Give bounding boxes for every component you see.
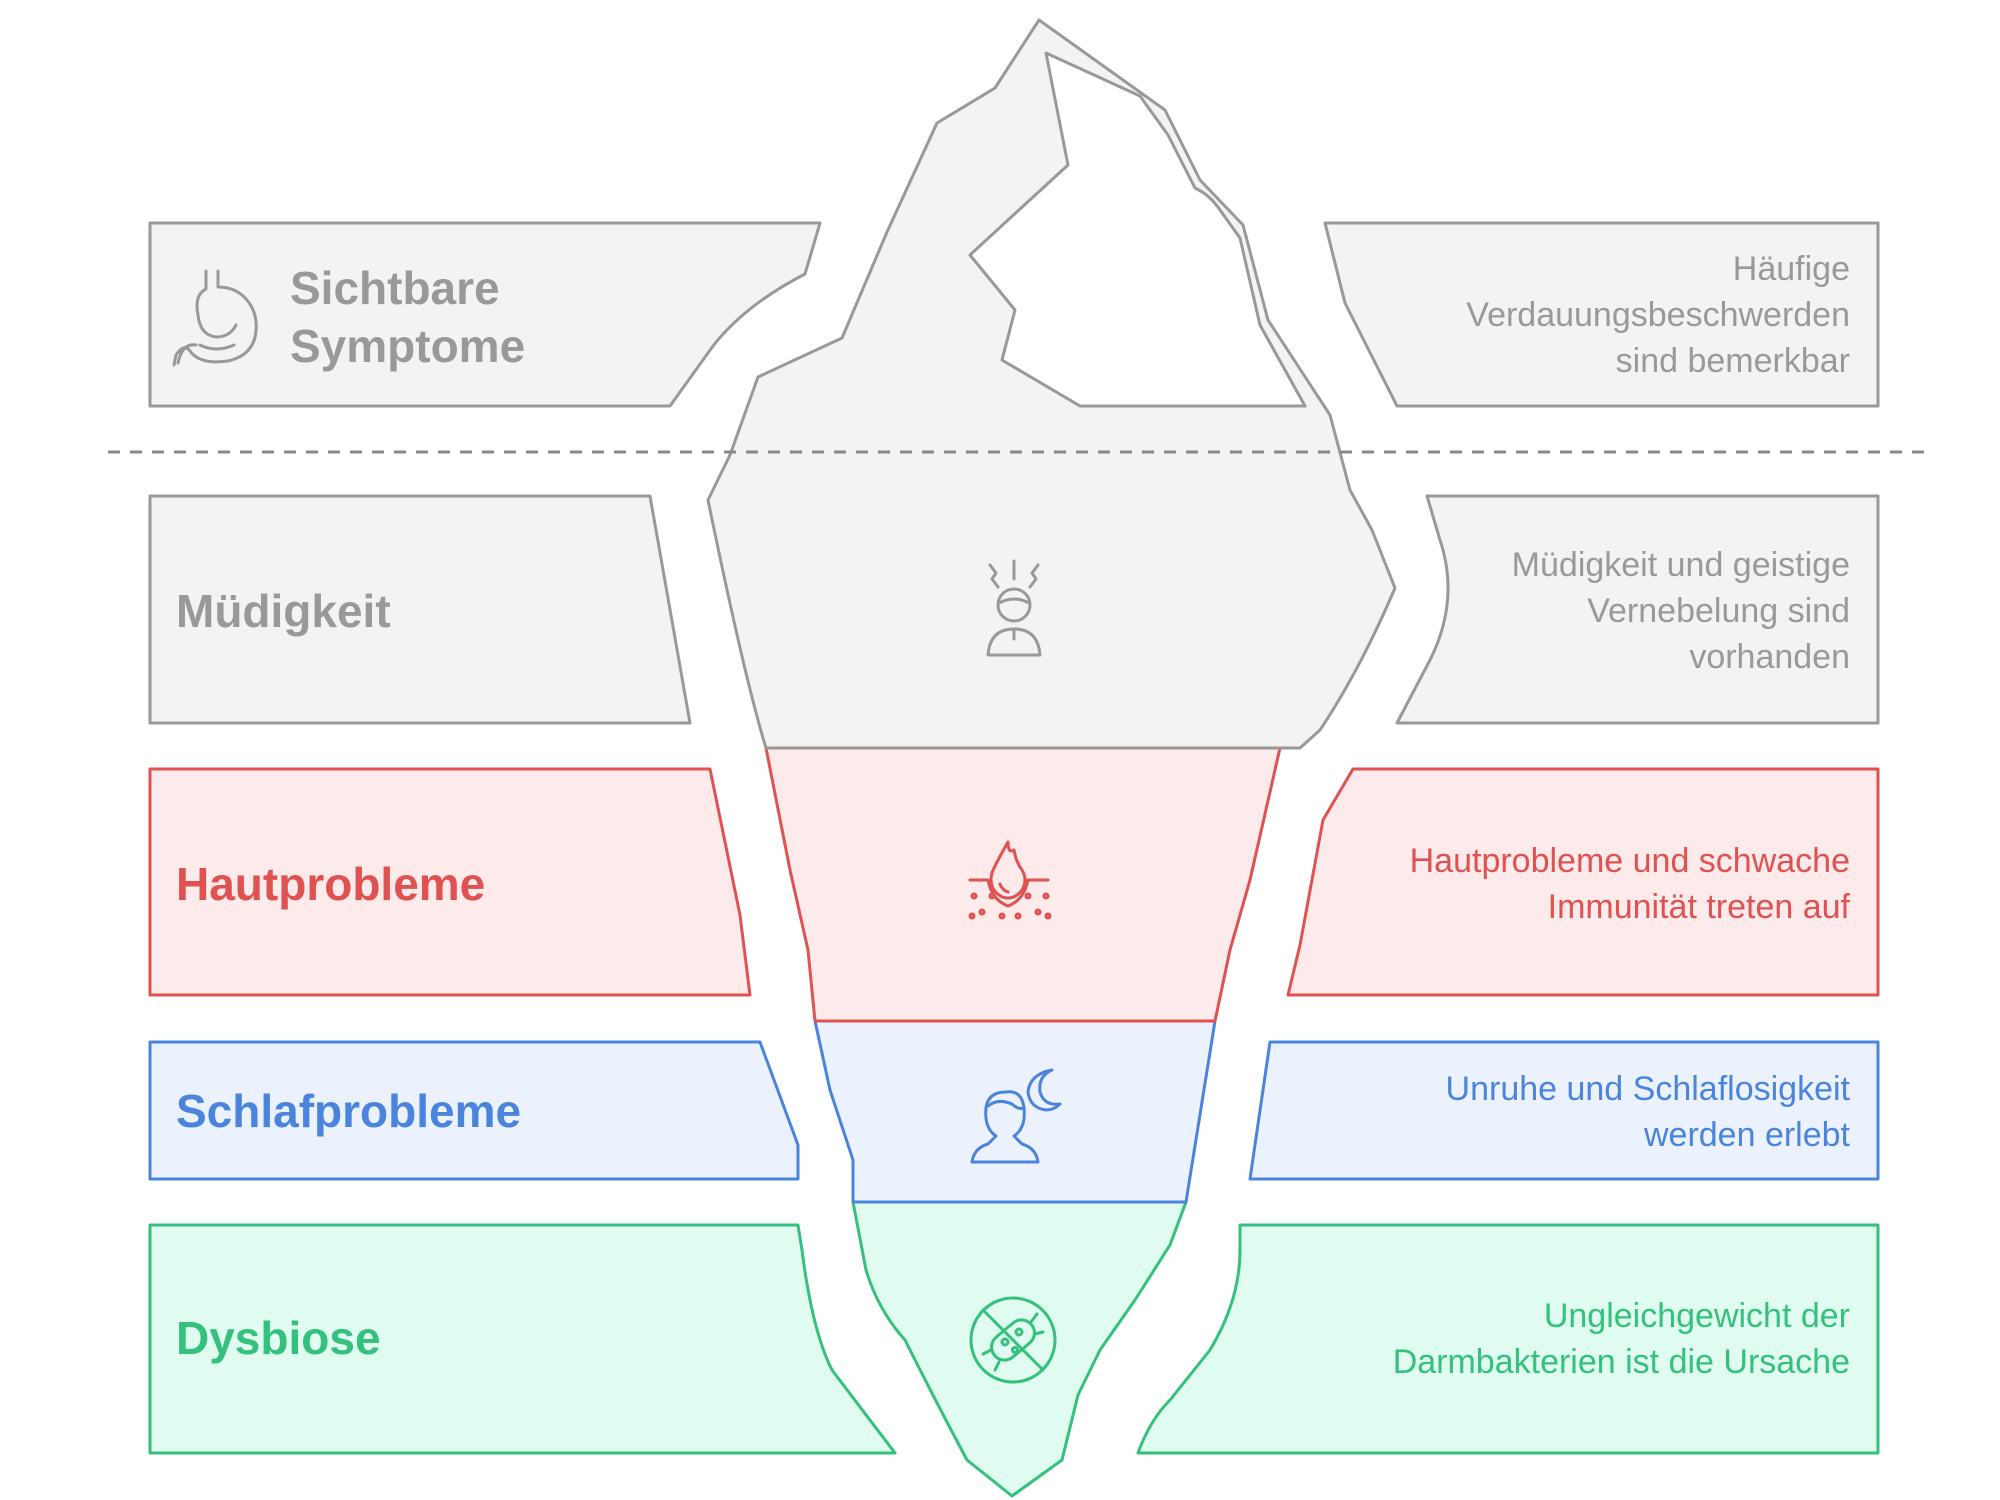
left-box-fatigue <box>148 494 692 725</box>
left-box-dysbiosis <box>148 1223 897 1455</box>
desc-fatigue-line-3: vorhanden <box>1689 638 1850 676</box>
desc-sleep-line-2: werden erlebt <box>1643 1116 1850 1154</box>
iceberg-layer-green <box>851 1200 1188 1498</box>
iceberg-snow-cap <box>968 51 1307 408</box>
title-skin-problems: Hautprobleme <box>176 858 486 910</box>
stomach-icon <box>172 269 258 367</box>
desc-fatigue: Müdigkeit und geistige Vernebelung sind … <box>1512 542 1850 680</box>
desc-visible-symptoms: Häufige Verdauungsbeschwerden sind bemer… <box>1466 246 1850 384</box>
right-box-visible <box>1323 221 1880 408</box>
right-box-skin <box>1286 767 1880 997</box>
title-fatigue: Müdigkeit <box>176 585 391 637</box>
left-box-visible <box>148 221 822 408</box>
title-sleep-problems: Schlafprobleme <box>176 1085 522 1137</box>
title-visible-line-1: Sichtbare <box>290 262 500 314</box>
left-box-skin <box>148 767 752 997</box>
desc-fatigue-line-1: Müdigkeit und geistige <box>1511 546 1850 584</box>
desc-skin-line-1: Hautprobleme und schwache <box>1409 842 1850 880</box>
desc-sleep-line-1: Unruhe und Schlaflosigkeit <box>1445 1070 1850 1108</box>
desc-skin-problems: Hautprobleme und schwache Immunität tret… <box>1410 838 1850 930</box>
desc-visible-line-1: Häufige <box>1732 250 1850 288</box>
right-box-fatigue <box>1395 494 1880 725</box>
stressed-person-icon <box>986 559 1042 657</box>
right-box-sleep <box>1248 1040 1880 1181</box>
desc-fatigue-line-2: Vernebelung sind <box>1587 592 1850 630</box>
title-dysbiosis: Dysbiose <box>176 1312 381 1364</box>
desc-dysbiosis-line-1: Ungleichgewicht der <box>1543 1297 1850 1335</box>
title-visible-symptoms: Sichtbare Symptome <box>290 259 525 375</box>
left-box-sleep <box>148 1040 800 1181</box>
desc-skin-line-2: Immunität treten auf <box>1547 888 1850 926</box>
iceberg-layer-blue <box>813 1019 1217 1204</box>
bacteria-no-icon <box>969 1296 1057 1384</box>
desc-visible-line-3: sind bemerkbar <box>1615 342 1850 380</box>
desc-dysbiosis: Ungleichgewicht der Darmbakterien ist di… <box>1393 1293 1850 1385</box>
sleep-person-moon-icon <box>970 1068 1062 1164</box>
desc-visible-line-2: Verdauungsbeschwerden <box>1466 296 1850 334</box>
desc-dysbiosis-line-2: Darmbakterien ist die Ursache <box>1392 1343 1850 1381</box>
desc-sleep-problems: Unruhe und Schlaflosigkeit werden erlebt <box>1446 1066 1850 1158</box>
skin-drop-icon <box>968 840 1052 920</box>
right-box-dysbiosis <box>1136 1223 1880 1455</box>
title-visible-line-2: Symptome <box>290 320 526 372</box>
